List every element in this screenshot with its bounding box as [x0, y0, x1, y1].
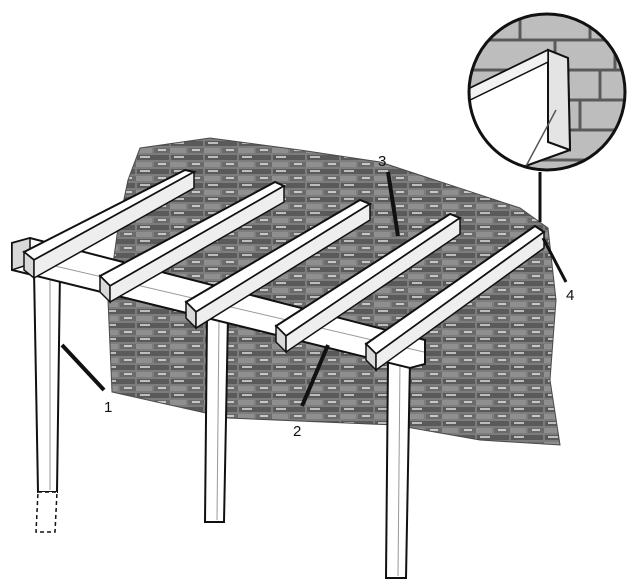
callout-leader-1 — [60, 343, 106, 392]
callout-label-3: 3 — [378, 153, 386, 170]
callout-label-2: 2 — [293, 423, 301, 440]
rafter-1 — [22, 168, 197, 280]
callout-leader-2 — [300, 344, 330, 407]
post-left — [32, 269, 62, 533]
rafter-3 — [184, 198, 373, 330]
rafter-2 — [98, 180, 287, 304]
post-right — [384, 359, 412, 579]
callout-leader-3 — [386, 171, 400, 237]
callout-label-1: 1 — [104, 399, 112, 416]
rafter-4 — [274, 212, 463, 354]
post-middle — [203, 315, 230, 523]
rafter-5 — [364, 224, 546, 372]
callout-leader-4 — [541, 237, 568, 283]
callout-label-4: 4 — [566, 287, 574, 304]
detail-inset — [467, 12, 627, 222]
